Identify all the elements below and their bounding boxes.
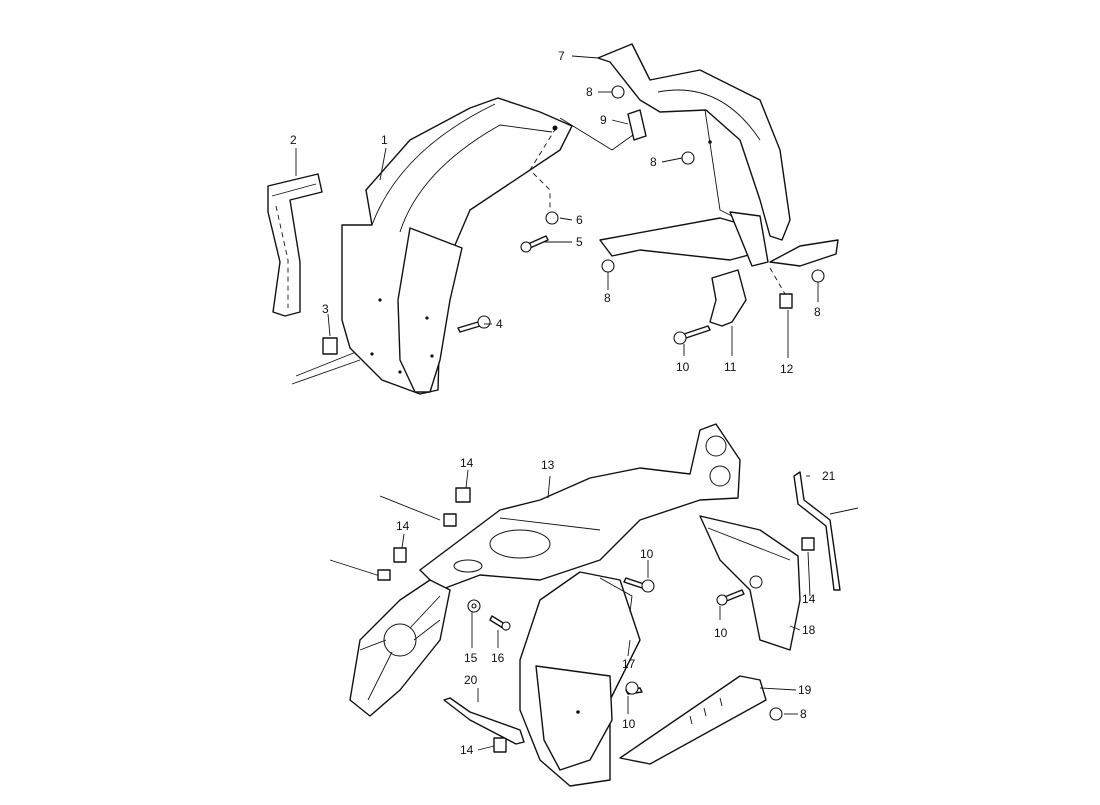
fastener-15-washer <box>467 599 481 613</box>
part-18-rear-panel <box>699 515 801 651</box>
callout-1: 1 <box>381 133 388 147</box>
callout-14-c: 14 <box>802 592 816 606</box>
callout-11: 11 <box>724 360 737 374</box>
part-14-clip-a <box>455 487 471 503</box>
fastener-6-nut <box>545 211 559 225</box>
callout-10-a: 10 <box>676 360 690 374</box>
callout-10-b: 10 <box>640 547 654 561</box>
part-11-mounting-bracket <box>709 269 747 327</box>
callout-labels: 2 1 3 4 5 6 7 8 9 8 8 8 10 11 12 14 13 1… <box>290 49 836 757</box>
callout-5: 5 <box>576 235 583 249</box>
part-12-clip <box>769 267 793 309</box>
callout-7: 7 <box>558 49 565 63</box>
callout-14-d: 14 <box>460 743 474 757</box>
part-19-trim-strip <box>619 675 767 765</box>
callout-15: 15 <box>464 651 478 665</box>
part-14-clip-d <box>377 569 391 581</box>
fastener-10-lower-c <box>625 681 643 695</box>
callout-18: 18 <box>802 623 816 637</box>
rod-lines <box>329 495 441 577</box>
callout-14-a: 14 <box>460 456 474 470</box>
callout-21: 21 <box>822 469 836 483</box>
fastener-10-lower-a <box>623 577 655 593</box>
part-7-rear-liner <box>597 43 839 267</box>
callout-10-c: 10 <box>714 626 728 640</box>
callout-8-b: 8 <box>650 155 657 169</box>
left-splash-shield <box>349 579 451 717</box>
callout-9: 9 <box>600 113 607 127</box>
callout-13: 13 <box>541 458 555 472</box>
dash-line-1 <box>529 127 557 210</box>
part-2-seal-strip <box>267 173 323 317</box>
callout-16: 16 <box>491 651 505 665</box>
fastener-8-right <box>811 269 825 283</box>
callout-14-b: 14 <box>396 519 410 533</box>
fastener-5-screw <box>520 235 549 253</box>
fastener-4-screw <box>457 315 491 333</box>
connector-line-1 <box>559 117 641 151</box>
callout-3: 3 <box>322 302 329 316</box>
callout-8-a: 8 <box>586 85 593 99</box>
callout-12: 12 <box>780 362 794 376</box>
leader-lines-upper <box>295 55 819 358</box>
callout-2: 2 <box>290 133 297 147</box>
callout-10-d: 10 <box>622 717 636 731</box>
part-14-clip-c <box>393 547 407 563</box>
leader-lines-lower <box>401 469 811 751</box>
fastener-10-upper <box>673 325 711 345</box>
part-17-inner-liner <box>519 571 641 787</box>
callout-8-d: 8 <box>814 305 821 319</box>
callout-20: 20 <box>464 673 478 687</box>
part-3-clip <box>291 337 361 385</box>
callout-8-c: 8 <box>604 291 611 305</box>
callout-6: 6 <box>576 213 583 227</box>
part-20-rod <box>443 697 525 745</box>
fastener-8-lower <box>769 707 783 721</box>
callout-17: 17 <box>622 657 636 671</box>
part-14-clip-e <box>493 737 507 753</box>
fastener-10-lower-b <box>716 589 745 606</box>
part-9-bracket <box>627 109 647 141</box>
fastener-16-screw <box>489 615 511 631</box>
part-21-strap-bracket <box>793 471 859 591</box>
part-14-clip-b <box>443 513 457 527</box>
part-14-clip-f <box>801 537 815 551</box>
part-13-heat-shield <box>419 423 741 591</box>
fastener-8-top <box>611 85 625 99</box>
callout-19: 19 <box>798 683 812 697</box>
fastener-8-left <box>601 259 615 273</box>
callout-8-e: 8 <box>800 707 807 721</box>
fastener-8-mid <box>681 151 695 165</box>
callout-4: 4 <box>496 317 503 331</box>
part-1-wheel-housing-liner <box>341 97 573 395</box>
